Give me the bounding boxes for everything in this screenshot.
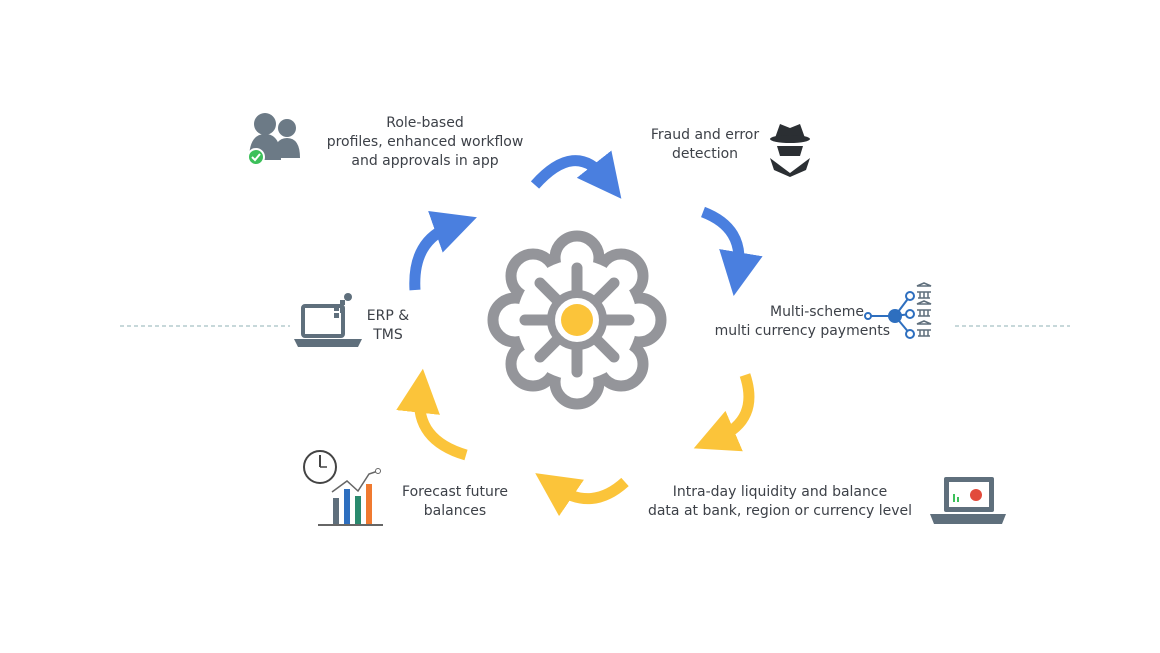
label-line: Forecast future <box>402 484 508 500</box>
arrow-bottom <box>535 473 629 517</box>
label-line: data at bank, region or currency level <box>647 503 913 519</box>
label-fraud: Fraud and error detection <box>630 126 780 164</box>
spy-icon <box>770 124 810 177</box>
arrow-upper-right <box>700 206 763 297</box>
label-erp: ERP & TMS <box>363 307 413 345</box>
arrow-lower-right <box>693 373 755 452</box>
label-line: Role-based <box>386 115 464 131</box>
label-payments: Multi-scheme multi currency payments <box>700 303 890 341</box>
arrow-lower-left <box>396 368 468 461</box>
users-check-icon <box>247 113 300 166</box>
bank-network-icon <box>864 282 932 339</box>
label-forecast: Forecast future balances <box>390 483 520 521</box>
label-roles: Role-based profiles, enhanced workflow a… <box>305 114 545 171</box>
label-line: Multi-scheme <box>769 304 864 320</box>
label-line: TMS <box>373 327 403 343</box>
label-line: Intra-day liquidity and balance <box>672 484 888 500</box>
flower-logo <box>487 230 667 410</box>
label-line: multi currency payments <box>714 323 890 339</box>
label-liquidity: Intra-day liquidity and balance data at … <box>630 483 930 521</box>
laptop-chart-icon <box>930 477 1006 524</box>
arrow-upper-left <box>409 211 477 291</box>
clock-chart-icon <box>303 450 383 526</box>
label-line: balances <box>423 503 487 519</box>
label-line: Fraud and error <box>650 127 760 143</box>
arrow-top <box>530 150 622 199</box>
laptop-erp-icon <box>294 293 362 347</box>
label-line: profiles, enhanced workflow <box>326 134 524 150</box>
label-line: ERP & <box>366 308 410 324</box>
label-line: and approvals in app <box>351 153 499 169</box>
label-line: detection <box>671 146 739 162</box>
